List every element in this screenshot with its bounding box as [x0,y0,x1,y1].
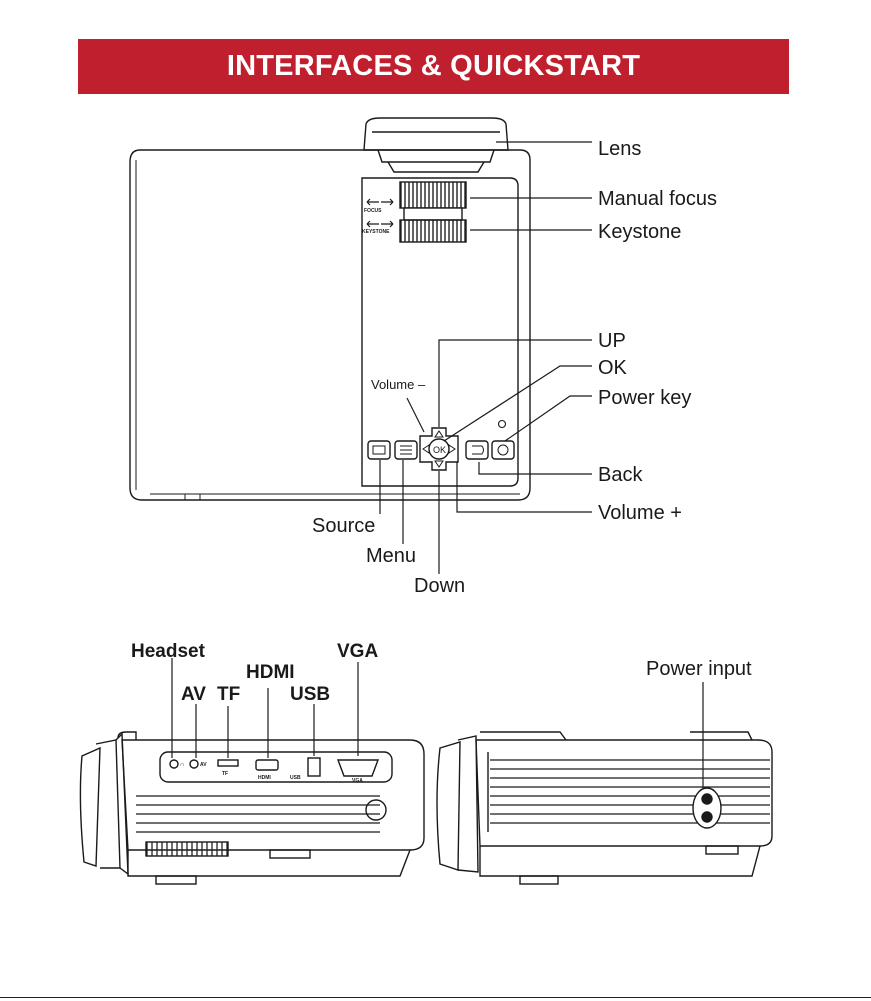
volume-minus-label: Volume – [371,377,426,392]
manual-focus-label: Manual focus [598,188,717,210]
vga-label: VGA [337,641,378,662]
up-label: UP [598,330,626,352]
headset-port-icon-text: ∩ [180,762,184,768]
power-pin-top [702,794,712,804]
page-bottom-rule [0,997,871,998]
usb-label: USB [290,684,330,705]
indicator-led [499,421,506,428]
focus-panel-text: FOCUS [364,208,382,214]
down-label: Down [414,575,465,597]
lens [364,118,508,172]
lens-label: Lens [598,138,641,160]
usb-port [308,758,320,776]
tf-slot [218,760,238,766]
power-key-label: Power key [598,387,691,409]
source-label: Source [312,515,375,537]
tf-port-text: TF [222,771,228,777]
vga-port-text: VGA [352,778,363,784]
power-pin-bottom [702,812,712,822]
av-port [190,760,198,768]
av-label: AV [181,684,206,705]
volume-plus-label: Volume + [598,502,682,524]
headset-port [170,760,178,768]
hdmi-port-text: HDMI [258,775,271,781]
keystone-label: Keystone [598,221,681,243]
tf-label: TF [217,684,240,705]
back-label: Back [598,464,643,486]
headset-label: Headset [131,641,206,662]
projector-right-side-view [437,732,772,884]
keystone-panel-text: KEYSTONE [362,229,390,235]
projector-top-view [130,118,530,500]
vga-port [338,760,378,776]
ok-label: OK [598,357,628,379]
source-button [368,441,390,459]
manual-focus-wheel [400,182,466,208]
menu-label: Menu [366,545,416,567]
back-button [466,441,488,459]
ok-button-text: OK [433,445,446,455]
projector-left-side-view [80,732,424,884]
power-key-button [492,441,514,459]
power-input-label: Power input [646,658,752,680]
hdmi-port [256,760,278,770]
av-port-text: AV [200,762,207,768]
keystone-wheel [400,220,466,242]
hdmi-label: HDMI [246,662,295,683]
usb-port-text: USB [290,775,301,781]
